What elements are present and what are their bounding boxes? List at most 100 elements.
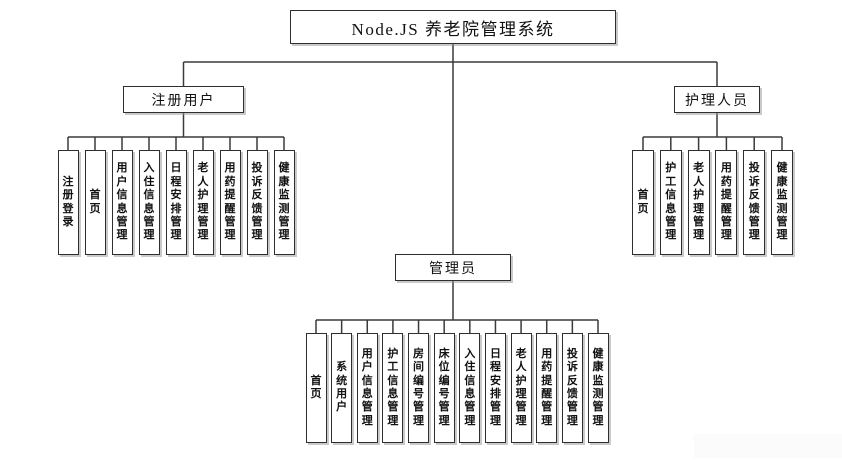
leaf-node-char: 康 [776, 175, 788, 188]
leaf-node-char: 管 [592, 401, 604, 414]
leaf-node-char: 理 [251, 229, 263, 242]
leaf-node-char: 理 [464, 414, 476, 427]
leaf-node-char: 理 [592, 414, 604, 427]
leaf-node-char: 用 [116, 162, 128, 175]
leaf-node-char: 息 [143, 202, 155, 215]
leaf-node-char: 编 [438, 374, 450, 387]
leaf-node-char: 健 [776, 162, 788, 175]
leaf-node-registered-user-1: 首页 [84, 150, 106, 255]
leaf-node-admin-6: 入住信息管理 [459, 333, 481, 443]
leaf-node-char: 投 [748, 162, 760, 175]
leaf-node-char: 间 [413, 361, 425, 374]
leaf-node-char: 药 [541, 361, 553, 374]
leaf-node-char: 程 [170, 175, 182, 188]
branch-node-nursing-staff: 护理人员 [674, 86, 760, 113]
leaf-node-char: 工 [665, 175, 677, 188]
leaf-node-char: 药 [224, 175, 236, 188]
leaf-node-char: 理 [541, 414, 553, 427]
leaf-node-char: 号 [438, 388, 450, 400]
leaf-node-char: 首 [310, 374, 322, 387]
leaf-node-char: 管 [143, 215, 155, 228]
leaf-node-char: 测 [592, 388, 604, 400]
leaf-node-char: 理 [438, 414, 450, 427]
leaf-node-admin-4: 房间编号管理 [408, 333, 430, 443]
leaf-node-char: 理 [665, 229, 677, 242]
leaf-node-char: 日 [170, 162, 182, 175]
leaf-node-char: 页 [637, 202, 649, 215]
leaf-node-admin-7: 日程安排管理 [484, 333, 506, 443]
leaf-node-char: 管 [413, 401, 425, 414]
leaf-node-char: 息 [387, 388, 399, 400]
leaf-node-char: 人 [693, 175, 705, 188]
leaf-node-char: 康 [592, 361, 604, 374]
leaf-node-char: 管 [251, 215, 263, 228]
leaf-node-char: 信 [665, 189, 677, 202]
leaf-node-char: 管 [224, 215, 236, 228]
leaf-node-char: 理 [515, 388, 527, 400]
leaf-node-char: 提 [224, 189, 236, 202]
leaf-node-char: 理 [693, 202, 705, 215]
leaf-node-char: 监 [278, 189, 290, 202]
leaf-node-registered-user-3: 入住信息管理 [138, 150, 160, 255]
leaf-node-char: 页 [89, 202, 101, 215]
leaf-node-char: 诉 [251, 175, 263, 188]
leaf-node-char: 监 [776, 189, 788, 202]
leaf-node-admin-5: 床位编号管理 [433, 333, 455, 443]
leaf-node-char: 投 [251, 162, 263, 175]
leaf-node-char: 统 [336, 374, 348, 387]
leaf-node-char: 测 [776, 202, 788, 215]
leaf-node-char: 理 [224, 229, 236, 242]
leaf-node-char: 登 [62, 202, 74, 215]
leaf-node-char: 用 [720, 162, 732, 175]
leaf-node-char: 管 [361, 401, 373, 414]
leaf-node-char: 管 [566, 401, 578, 414]
leaf-node-char: 老 [693, 162, 705, 175]
leaf-node-char: 理 [748, 229, 760, 242]
leaf-node-char: 理 [489, 414, 501, 427]
leaf-node-registered-user-2: 用户信息管理 [111, 150, 133, 255]
leaf-node-char: 提 [720, 189, 732, 202]
leaf-node-nursing-staff-5: 健康监测管理 [771, 150, 793, 255]
leaf-node-char: 编 [413, 374, 425, 387]
leaf-node-char: 护 [387, 347, 399, 360]
leaf-node-char: 录 [62, 215, 74, 228]
leaf-node-char: 管 [197, 215, 209, 228]
leaf-node-char: 管 [116, 215, 128, 228]
leaf-node-char: 工 [387, 361, 399, 374]
leaf-node-char: 理 [693, 229, 705, 242]
leaf-node-char: 注 [62, 175, 74, 188]
leaf-node-admin-9: 用药提醒管理 [536, 333, 558, 443]
leaf-node-char: 护 [515, 374, 527, 387]
leaf-node-char: 管 [665, 215, 677, 228]
leaf-node-char: 户 [116, 175, 128, 188]
leaf-node-char: 用 [541, 347, 553, 360]
leaf-node-char: 户 [336, 401, 348, 414]
leaf-node-char: 信 [116, 189, 128, 202]
watermark-remnant [694, 434, 842, 458]
leaf-node-char: 息 [116, 202, 128, 215]
leaf-node-char: 诉 [748, 175, 760, 188]
leaf-node-char: 信 [143, 189, 155, 202]
leaf-node-char: 管 [693, 215, 705, 228]
leaf-node-char: 号 [413, 388, 425, 400]
leaf-node-char: 入 [464, 347, 476, 360]
leaf-node-char: 投 [566, 347, 578, 360]
leaf-node-char: 反 [748, 189, 760, 202]
leaf-node-char: 程 [489, 361, 501, 374]
leaf-node-char: 首 [89, 189, 101, 202]
leaf-node-nursing-staff-0: 首页 [632, 150, 654, 255]
leaf-node-char: 管 [278, 215, 290, 228]
leaf-node-char: 管 [438, 401, 450, 414]
leaf-node-char: 馈 [251, 202, 263, 215]
leaf-node-nursing-staff-3: 用药提醒管理 [715, 150, 738, 255]
leaf-node-char: 管 [776, 215, 788, 228]
leaf-node-registered-user-4: 日程安排管理 [165, 150, 187, 255]
leaf-node-char: 管 [748, 215, 760, 228]
leaf-node-admin-10: 投诉反馈管理 [561, 333, 583, 443]
leaf-node-char: 理 [197, 229, 209, 242]
leaf-node-char: 日 [489, 347, 501, 360]
leaf-node-char: 醒 [541, 388, 553, 400]
leaf-node-char: 册 [62, 189, 74, 202]
leaf-node-admin-8: 老人护理管理 [510, 333, 532, 443]
